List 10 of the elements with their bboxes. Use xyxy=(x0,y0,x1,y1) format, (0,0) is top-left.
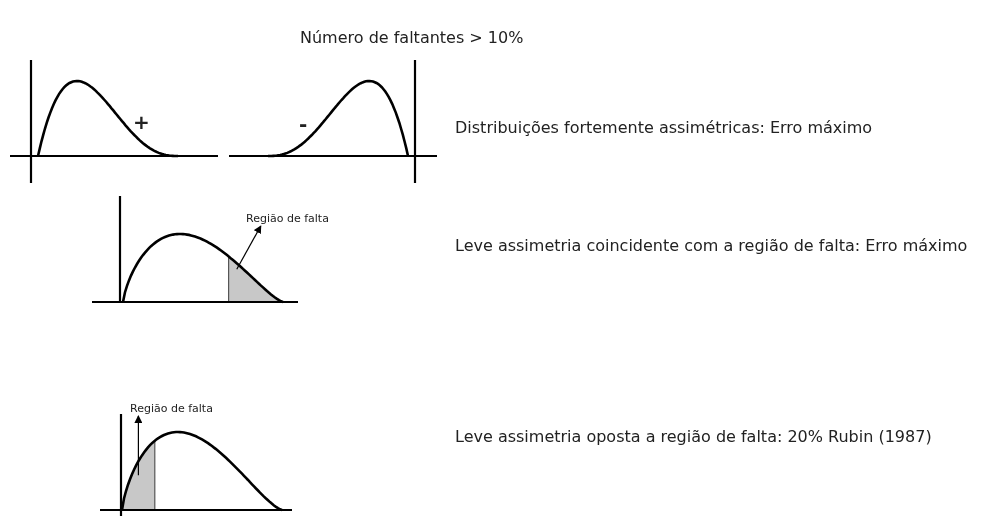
description-text: Leve assimetria oposta a região de falta: 20% Rubin (1987) xyxy=(455,427,932,446)
plus-sign: + xyxy=(133,110,150,134)
region-label: Região de falta xyxy=(130,402,213,415)
title: Número de faltantes > 10% xyxy=(300,28,524,47)
description-text: Leve assimetria coincidente com a região de falta: Erro máximo xyxy=(455,236,968,255)
leader-arrow xyxy=(134,415,143,476)
leader-arrow xyxy=(236,225,262,270)
region-label: Região de falta xyxy=(246,212,329,225)
minus-sign: - xyxy=(299,112,308,136)
description-text: Distribuições fortemente assimétricas: Erro máximo xyxy=(455,118,873,137)
